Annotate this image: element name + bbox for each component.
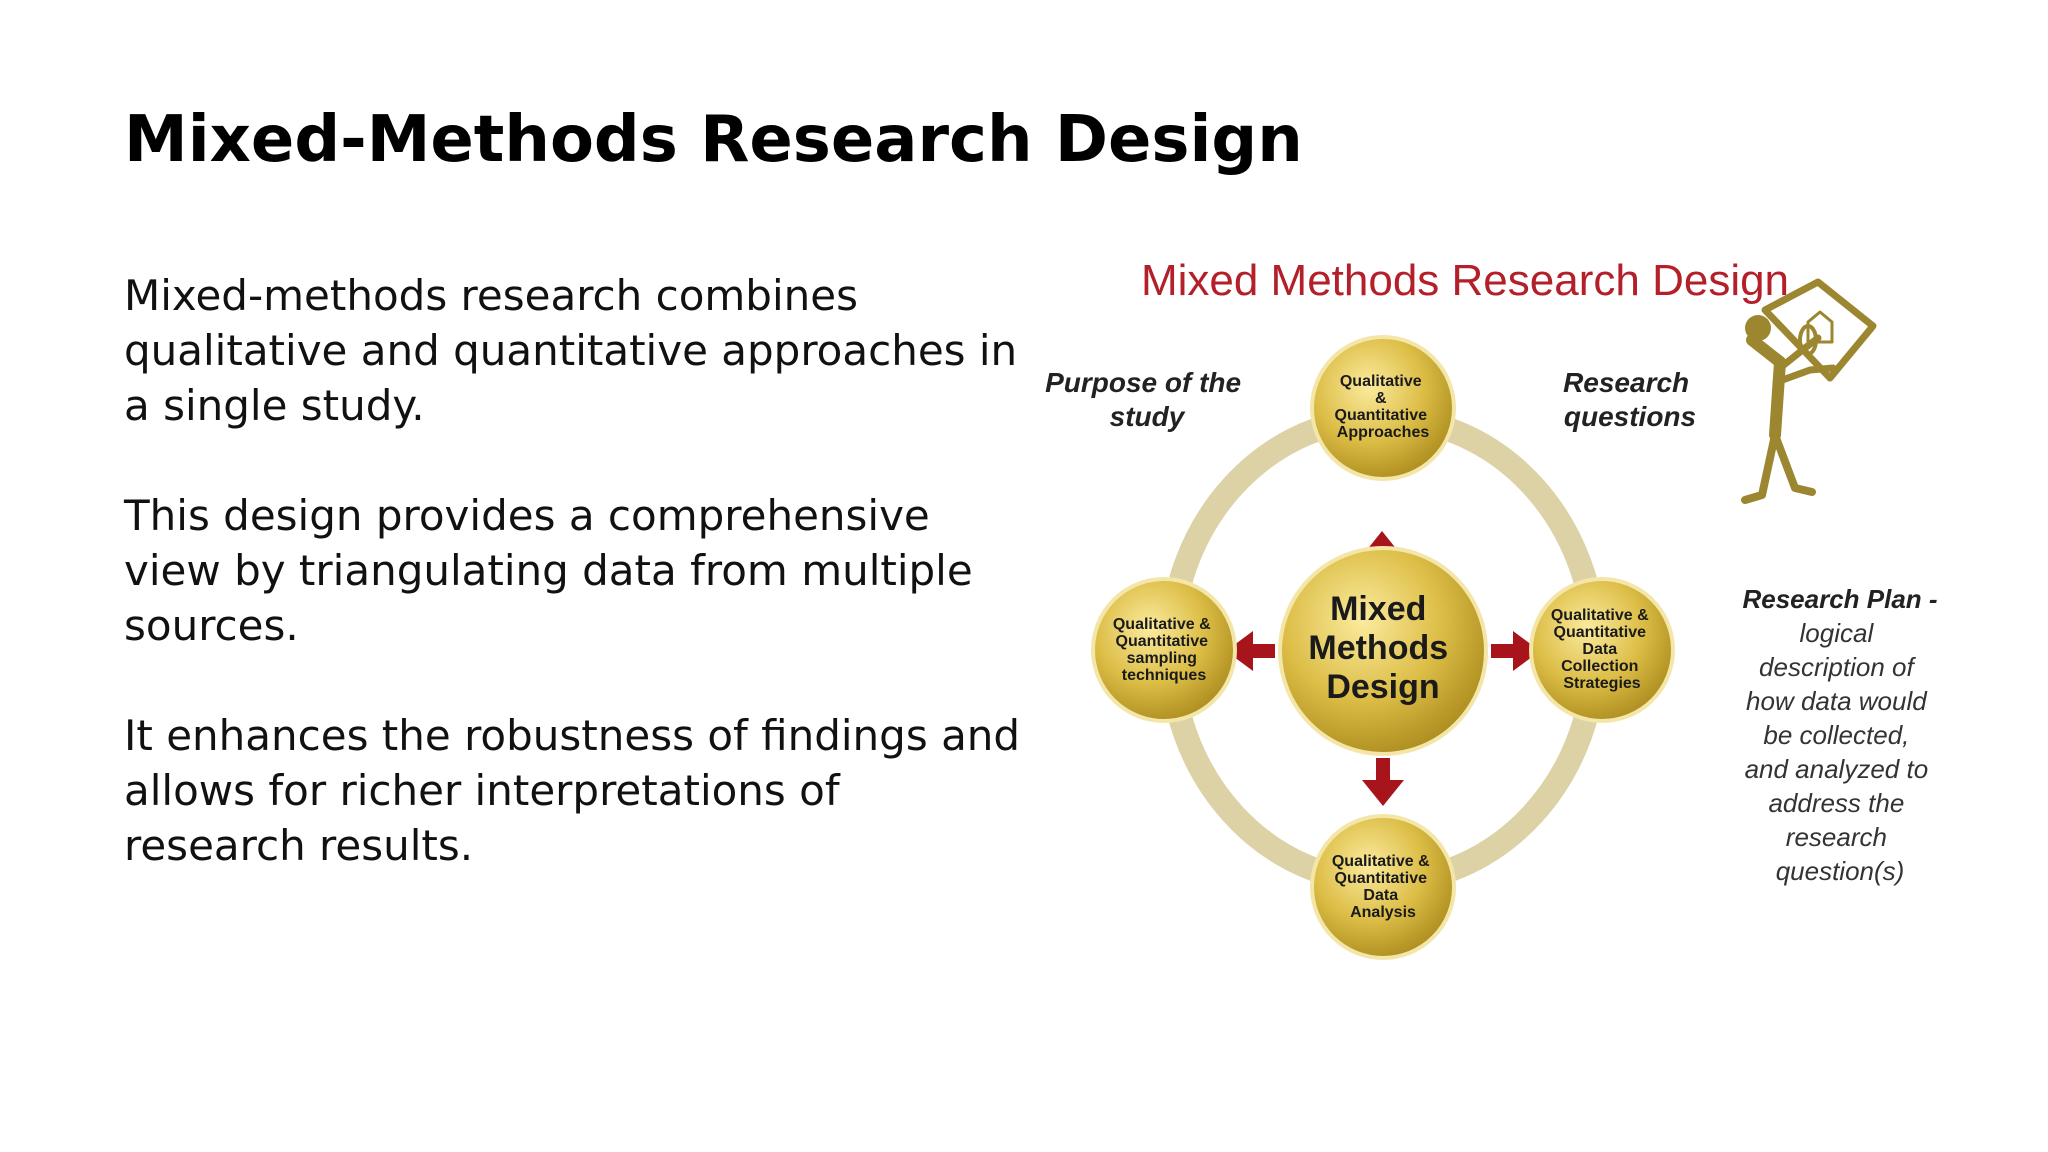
center-circle xyxy=(1278,546,1488,756)
arrow-right-icon xyxy=(1491,631,1540,671)
questions-label: Research questions xyxy=(1563,367,1697,432)
node-collection xyxy=(1529,577,1675,723)
mixed-methods-diagram: Mixed Methods Research Design Purpose of… xyxy=(1040,250,1960,990)
slide-body: Mixed-methods research combines qualitat… xyxy=(124,268,1024,928)
node-analysis-label: Qualitative & Quantitative Data Analysis xyxy=(1332,853,1434,921)
paragraph-1: Mixed-methods research combines qualitat… xyxy=(124,271,1018,430)
purpose-label: Purpose of the study xyxy=(1045,367,1249,432)
stick-figure-icon xyxy=(1741,278,1877,504)
slide-title: Mixed-Methods Research Design xyxy=(124,103,1303,177)
node-analysis xyxy=(1310,814,1456,960)
paragraph-2: This design provides a comprehensive vie… xyxy=(124,491,973,650)
node-collection-label: Qualitative & Quantitative Data Collecti… xyxy=(1551,607,1653,692)
node-sampling xyxy=(1091,577,1237,723)
research-plan-heading: Research Plan - xyxy=(1742,584,1937,614)
arrow-left-icon xyxy=(1226,631,1275,671)
node-approaches-label: Qualitative & Quantitative Approaches xyxy=(1335,373,1432,441)
paragraph-3: It enhances the robustness of findings a… xyxy=(124,711,1021,870)
node-sampling-label: Qualitative & Quantitative sampling tech… xyxy=(1113,616,1215,684)
center-label: Mixed Methods Design xyxy=(1308,590,1457,706)
research-plan-description: logical description of how data would be… xyxy=(1745,618,1936,886)
diagram-title: Mixed Methods Research Design xyxy=(1141,256,1789,305)
node-approaches xyxy=(1310,335,1456,481)
arrow-down-icon xyxy=(1362,758,1404,806)
